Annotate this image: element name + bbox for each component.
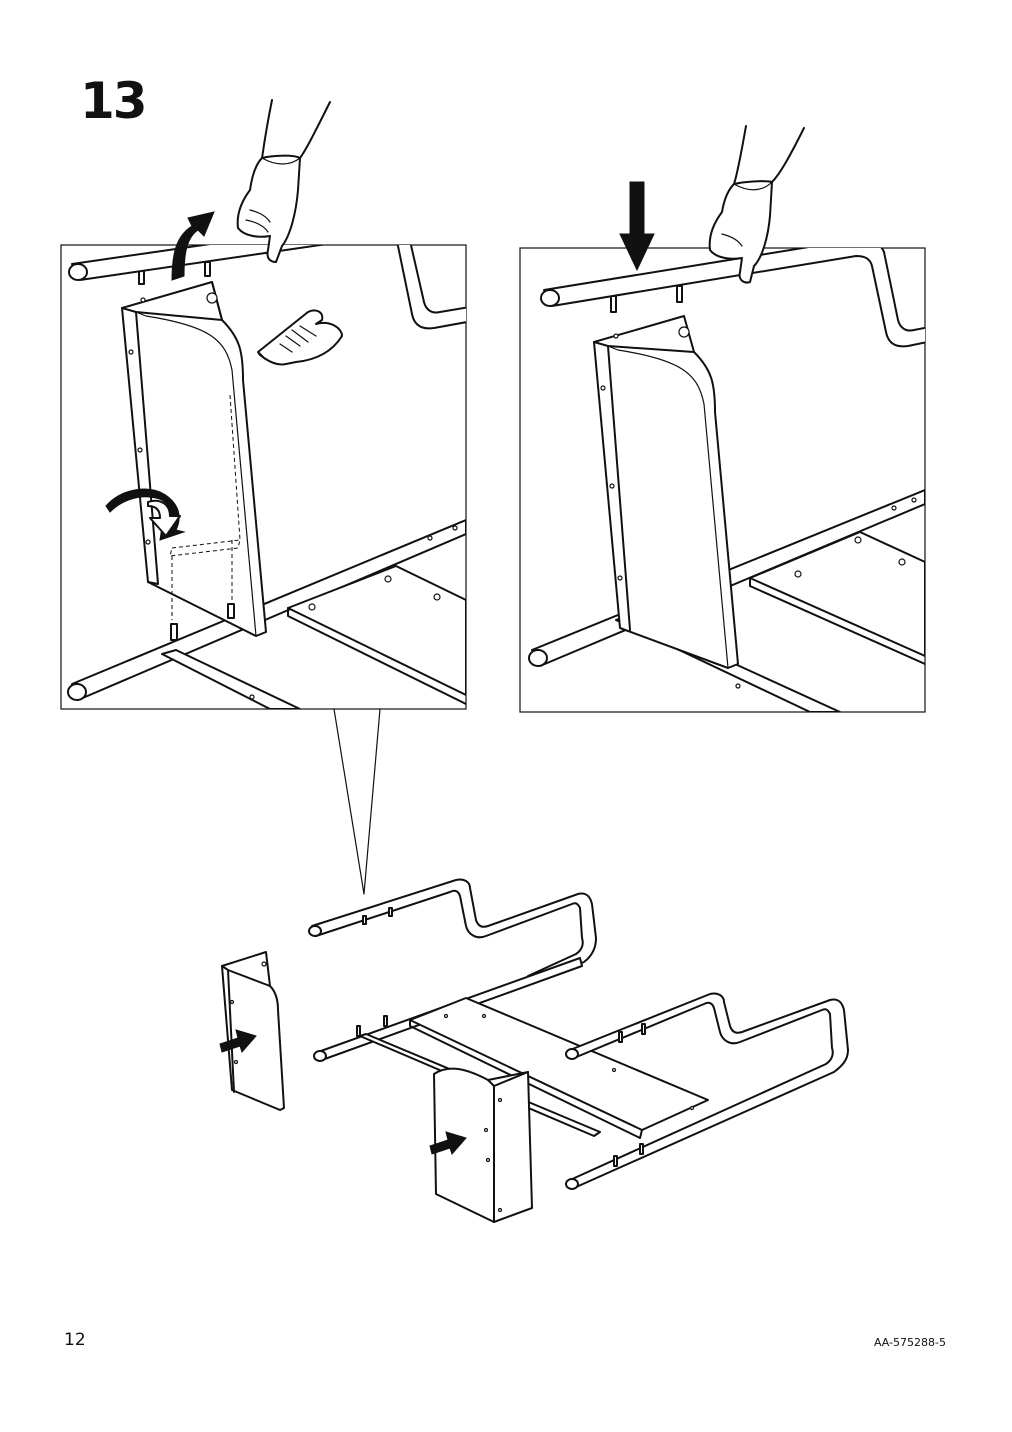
step-number: 13: [80, 72, 148, 130]
bottom-board: [287, 565, 466, 705]
overview-front-panel: [433, 1067, 533, 1223]
side-panel: [121, 281, 267, 637]
hand-icon-right: [708, 125, 805, 284]
hand-icon-left: [236, 99, 331, 263]
press-down-arrow-icon: [619, 181, 655, 272]
callout-lines: [333, 708, 381, 895]
document-code: AA-575288-5: [873, 1336, 946, 1349]
detail-panel-left: [60, 99, 467, 710]
page-number: 12: [64, 1330, 86, 1350]
insert-arrow-icon-left: [219, 1029, 257, 1053]
overview-assembly: [219, 878, 849, 1223]
insert-arrow-icon-front: [429, 1131, 467, 1155]
rotate-arrow-icon: [105, 488, 186, 541]
top-rail-tube: [68, 245, 466, 330]
detail-panel-right: [519, 125, 926, 713]
lift-arrow-icon: [171, 211, 215, 281]
overview-left-panel: [221, 951, 285, 1111]
right-rail-tube: [565, 992, 849, 1190]
dowel-pins: [138, 261, 235, 641]
hand-press-icon: [257, 309, 343, 366]
side-panel-installed: [593, 315, 739, 669]
